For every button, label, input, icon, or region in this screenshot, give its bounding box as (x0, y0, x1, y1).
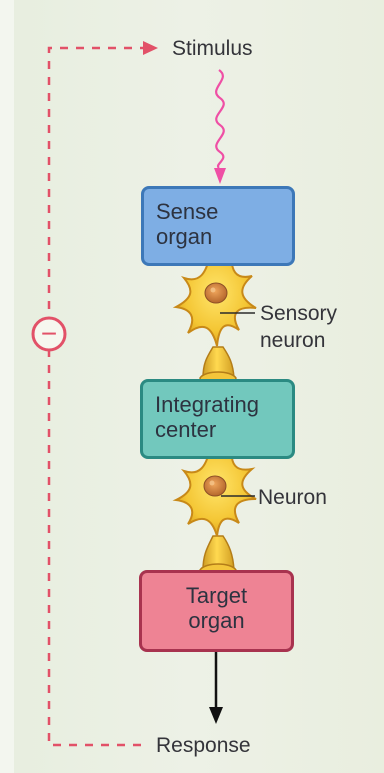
sensory-neuron-shape (172, 245, 257, 384)
sense-organ-label-line-1: Sense (156, 199, 219, 224)
feedback-arrowhead (143, 41, 158, 55)
stimulus-label: Stimulus (172, 37, 253, 60)
feedback-negative-circle (31, 316, 67, 352)
sensory-neuron-label-line-1: Sensory (260, 302, 338, 325)
stimulus-wavy-arrow (215, 69, 225, 169)
sensory-neuron-label: Sensory neuron (260, 300, 337, 354)
left-margin (0, 0, 14, 773)
integrating-center-label-line-1: Integrating (155, 392, 259, 417)
response-label: Response (156, 734, 251, 757)
sensory-neuron-label-line-2: neuron (260, 329, 326, 352)
integrating-center-box: Integrating center (140, 379, 295, 459)
target-organ-label-line-1: Target (185, 583, 248, 608)
sense-organ-label-line-2: organ (156, 224, 213, 249)
target-organ-label-line-2: organ (188, 608, 245, 633)
response-arrowhead (209, 707, 223, 724)
feedback-loop-line (47, 46, 148, 747)
stimulus-arrowhead (214, 168, 226, 184)
feedback-negative-symbol: − (40, 318, 58, 349)
integrating-center-label-line-2: center (155, 417, 217, 442)
sense-organ-box: Sense organ (141, 186, 295, 266)
target-organ-box: Target organ (139, 570, 294, 652)
neuron-label: Neuron (258, 486, 327, 509)
neuron-shape (172, 439, 257, 576)
